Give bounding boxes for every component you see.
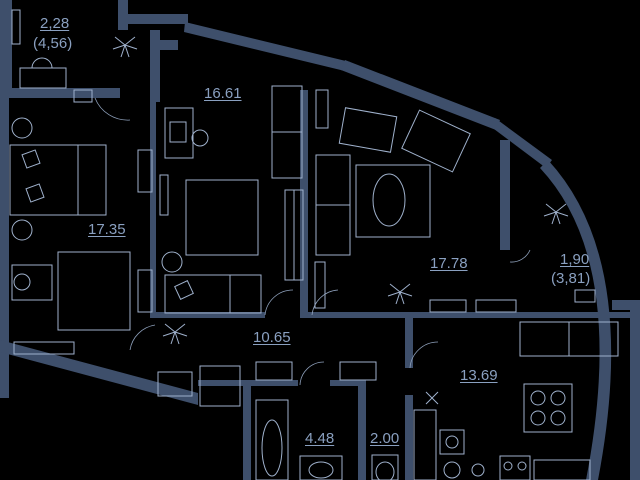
storage-furniture (11, 9, 93, 103)
hall-furniture (157, 361, 377, 407)
hall-area-label: 10.65 (253, 329, 291, 346)
bedroom-1-area-label: 17.35 (88, 221, 126, 238)
storage-area-sub-label: (4,56) (33, 35, 73, 52)
bedroom-2-furniture (159, 85, 304, 314)
bedroom-1-furniture (9, 117, 153, 355)
kitchen-furniture (413, 321, 619, 480)
doors (94, 97, 531, 386)
wc-fixtures (371, 454, 399, 480)
kitchen-area-label: 13.69 (460, 367, 498, 384)
living-furniture (314, 89, 517, 313)
bathroom-area-label: 4.48 (305, 430, 335, 447)
storage-area-label: 2,28 (40, 15, 70, 32)
balcony-furniture (574, 289, 596, 303)
plant-icons (112, 36, 569, 405)
interior-walls (150, 30, 630, 480)
balcony-area-sub-label: (3,81) (551, 270, 591, 287)
living-area-label: 17.78 (430, 255, 468, 272)
balcony-area-label: 1,90 (560, 251, 590, 268)
bathroom-fixtures (255, 399, 343, 480)
wc-area-label: 2.00 (370, 430, 400, 447)
bedroom-2-area-label: 16.61 (204, 85, 242, 102)
